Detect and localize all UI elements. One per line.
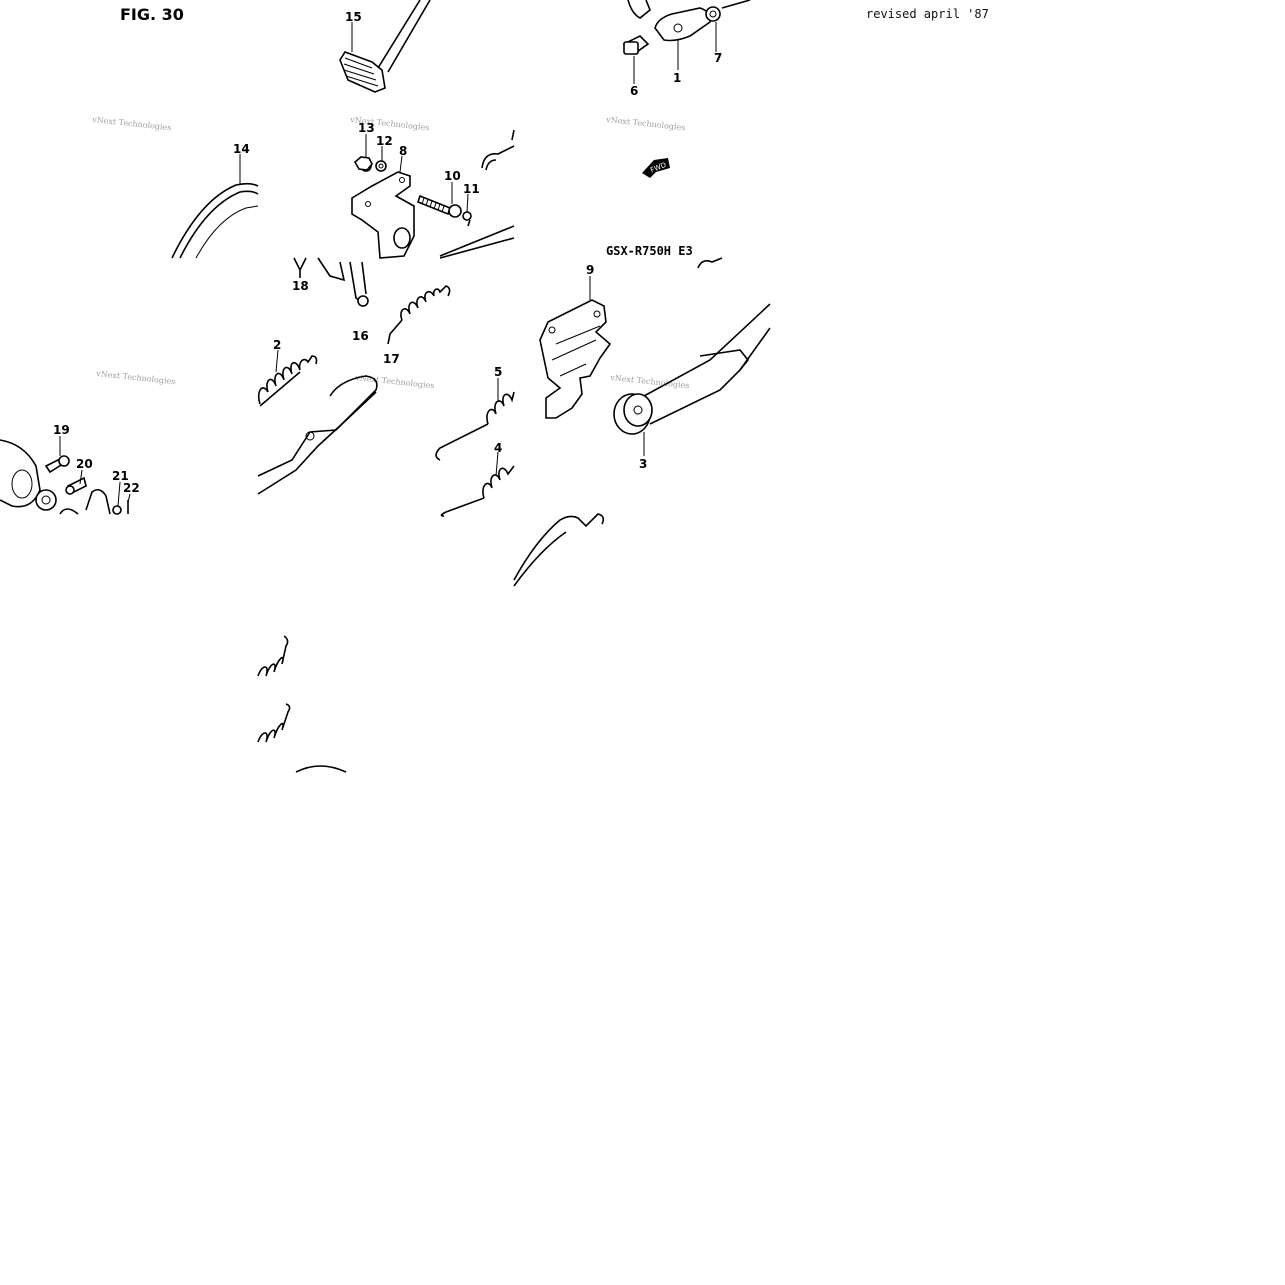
spring-hook-part [481,129,515,171]
callout-18: 18 [292,279,309,293]
watermark: vNext Technologies [95,369,176,386]
callout-10: 10 [444,169,461,183]
brake-pedal-part [339,0,431,93]
spring-part-2 [257,355,318,407]
revision-note: revised april '87 [866,7,989,21]
spring-fragment [257,635,289,677]
callout-19: 19 [53,423,70,437]
arm-part [439,225,515,259]
pin-part-16 [349,261,369,307]
callout-21: 21 [112,469,129,483]
bracket-part-9 [539,299,612,419]
bracket-edge [317,257,346,282]
spring-part-17 [387,285,451,345]
callout-13: 13 [358,121,375,135]
callout-6: 6 [630,84,638,98]
callout-5: 5 [494,365,502,379]
callout-12: 12 [376,134,393,148]
fwd-arrow-icon: FWD [642,158,670,178]
spring-fragment [257,703,291,743]
lever-arm-part [257,375,378,495]
callout-labels: 1 2 3 4 5 6 7 8 9 10 11 12 13 14 15 16 1… [53,10,722,495]
callout-3: 3 [639,457,647,471]
watermark-group: vNext Technologies vNext Technologies vN… [91,115,690,390]
watermark: vNext Technologies [91,115,172,132]
bracket-part-8 [351,156,415,259]
callout-2: 2 [273,338,281,352]
callout-22: 22 [123,481,140,495]
callout-4: 4 [494,441,502,455]
callout-14: 14 [233,142,250,156]
callout-11: 11 [463,182,480,196]
callout-7: 7 [714,51,722,65]
callout-20: 20 [76,457,93,471]
spring-part-4 [440,465,515,517]
spring-hook-part [697,257,723,269]
watermark: vNext Technologies [609,373,690,390]
side-stand-part [613,303,771,435]
cable-part [171,182,259,259]
lever-part-19-22 [0,439,129,515]
link-part-top [622,0,751,56]
model-label: GSX-R750H E3 [606,244,693,258]
callout-8: 8 [399,144,407,158]
callout-1: 1 [673,71,681,85]
callout-15: 15 [345,10,362,24]
clip-part-18 [293,257,307,278]
arm-fragment [513,513,605,587]
watermark: vNext Technologies [605,115,686,132]
callout-9: 9 [586,263,594,277]
callout-16: 16 [352,329,369,343]
bolt-part-10 [417,194,472,227]
plate-fragment [295,765,347,773]
leader-lines [59,22,717,507]
callout-17: 17 [383,352,400,366]
figure-title: FIG. 30 [120,5,184,24]
